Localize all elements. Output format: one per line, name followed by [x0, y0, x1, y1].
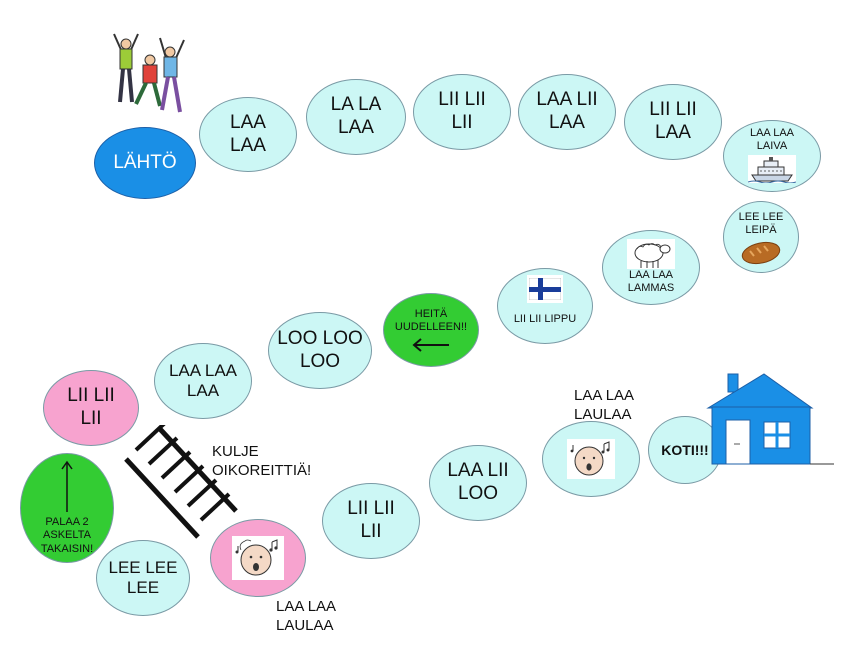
space-label: LII LII LII	[438, 89, 486, 133]
space-start-label: LÄHTÖ	[113, 151, 177, 173]
space-5: LII LII LAA	[624, 84, 722, 160]
ladder-icon	[122, 425, 242, 540]
space-15: LEE LEE LEE	[96, 540, 190, 616]
space-label: LAA LAA LAMMAS	[627, 269, 675, 295]
finland-flag-icon	[527, 275, 563, 303]
space-label: HEITÄ UUDELLEEN!!	[394, 307, 468, 333]
house-icon	[706, 372, 836, 467]
space-label: LAA LAA LAIVA	[749, 127, 795, 153]
space-10-roll-again: HEITÄ UUDELLEEN!!	[383, 293, 479, 367]
sing-caption-bottom: LAA LAA LAULAA	[276, 598, 337, 634]
space-18: LAA LII LOO	[429, 445, 527, 521]
space-home-label: KOTI!!!	[661, 441, 709, 458]
ship-icon	[748, 155, 796, 184]
space-3: LII LII LII	[413, 74, 511, 150]
space-16-sing	[210, 519, 306, 597]
space-17: LII LII LII	[322, 483, 420, 559]
space-label: LAA LII LOO	[447, 460, 509, 504]
space-label: PALAA 2 ASKELTA TAKAISIN!	[40, 516, 94, 555]
space-6-ship: LAA LAA LAIVA	[723, 120, 821, 192]
space-label: LII LII LAA	[649, 99, 697, 143]
space-11: LOO LOO LOO	[268, 312, 372, 389]
space-7-bread: LEE LEE LEIPÄ	[723, 201, 799, 273]
singing-face-icon	[232, 536, 284, 580]
space-label: LEE LEE LEE	[108, 557, 178, 597]
sheep-icon	[627, 239, 675, 269]
space-label: LII LII LII	[347, 498, 395, 542]
space-label: LII LII LIPPU	[513, 313, 577, 325]
space-label: LOO LOO LOO	[277, 327, 363, 372]
shortcut-caption: KULJE OIKOREITTIÄ!	[212, 443, 312, 479]
space-13: LII LII LII	[43, 370, 139, 446]
space-label: LAA LAA LAA	[168, 360, 238, 400]
space-label: LAA LII LAA	[536, 89, 598, 133]
space-9-flag: LII LII LIPPU	[497, 268, 593, 344]
space-label: LAA LAA	[230, 111, 266, 156]
space-14-go-back: PALAA 2 ASKELTA TAKAISIN!	[20, 453, 114, 563]
space-2: LA LA LAA	[306, 79, 406, 155]
space-label: LA LA LAA	[330, 94, 382, 138]
space-4: LAA LII LAA	[518, 74, 616, 150]
arrow-up-icon	[61, 460, 73, 513]
space-12: LAA LAA LAA	[154, 343, 252, 419]
space-19-sing	[542, 421, 640, 497]
space-label: LEE LEE LEIPÄ	[738, 211, 784, 237]
space-label: LII LII LII	[67, 385, 115, 429]
people-icon	[106, 30, 190, 118]
arrow-left-icon	[411, 338, 451, 352]
bread-icon	[740, 239, 782, 265]
space-8-sheep: LAA LAA LAMMAS	[602, 230, 700, 305]
space-1: LAA LAA	[199, 97, 297, 172]
space-start: LÄHTÖ	[94, 127, 196, 199]
singing-face-icon	[567, 439, 615, 479]
space-home: KOTI!!!	[648, 416, 722, 484]
sing-caption-top: LAA LAA LAULAA	[574, 387, 635, 423]
